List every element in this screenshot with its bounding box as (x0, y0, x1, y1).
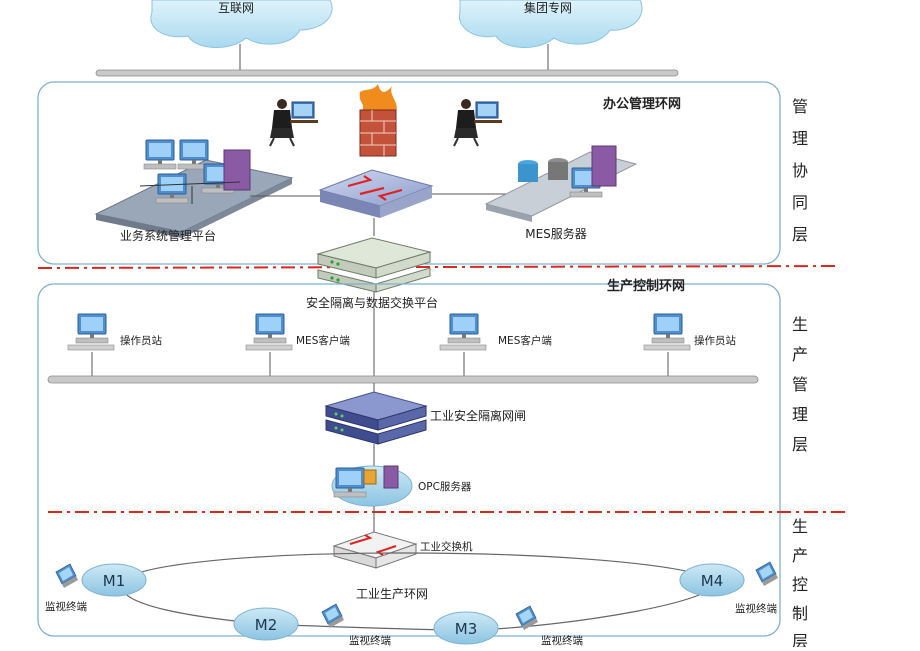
production-bus (47, 375, 759, 384)
svg-text:操作员站: 操作员站 (120, 334, 162, 347)
production-zone (37, 283, 781, 637)
group-net-cloud: 集团专网 (458, 0, 643, 49)
station-4: 操作员站 (643, 313, 736, 351)
admin-person-left (269, 98, 319, 147)
svg-text:M1: M1 (103, 572, 126, 590)
production-zone-title: 生产控制环网 (607, 278, 685, 294)
svg-text:控: 控 (792, 575, 808, 594)
svg-text:监视终端: 监视终端 (735, 602, 777, 615)
opc-server-label: OPC服务器 (418, 480, 472, 493)
svg-text:生: 生 (792, 315, 808, 334)
svg-text:产: 产 (792, 345, 808, 364)
svg-text:监视终端: 监视终端 (541, 634, 583, 647)
svg-text:MES客户端: MES客户端 (296, 334, 350, 347)
monitor-terminal-2: 监视终端 (321, 603, 391, 647)
svg-text:理: 理 (792, 129, 808, 148)
svg-text:M4: M4 (701, 572, 724, 590)
biz-platform (94, 139, 294, 238)
internet-cloud: 互联网 (150, 0, 333, 49)
svg-text:管: 管 (792, 97, 808, 116)
gateway-label: 工业安全隔离网闸 (430, 408, 526, 423)
mes-server-label: MES服务器 (525, 226, 587, 241)
firewall-icon (359, 84, 397, 157)
svg-text:M2: M2 (255, 616, 278, 634)
svg-text:MES客户端: MES客户端 (498, 334, 552, 347)
ring-node-m3: M3 (433, 611, 499, 645)
svg-text:M3: M3 (455, 620, 478, 638)
mes-server-platform (484, 145, 638, 222)
ring-node-m2: M2 (233, 607, 299, 641)
exchange-platform-icon (316, 237, 432, 293)
ring-label: 工业生产环网 (356, 587, 428, 601)
exchange-platform-label: 安全隔离与数据交换平台 (306, 295, 438, 310)
monitor-terminal-4: 监视终端 (735, 561, 779, 615)
svg-text:理: 理 (792, 405, 808, 424)
station-1: 操作员站 (67, 313, 162, 351)
station-2: MES客户端 (245, 313, 350, 351)
group-net-label: 集团专网 (524, 0, 572, 15)
office-zone-title: 办公管理环网 (603, 96, 681, 112)
opc-server-icon (331, 465, 413, 507)
monitor-terminal-3: 监视终端 (515, 605, 583, 647)
svg-text:层: 层 (792, 632, 808, 647)
industrial-switch-icon (332, 531, 418, 569)
svg-text:协: 协 (792, 161, 808, 180)
layer-mgmt-label: 管 理 协 同 层 (792, 97, 808, 244)
core-switch-icon (318, 169, 434, 218)
svg-text:层: 层 (792, 225, 808, 244)
svg-text:管: 管 (792, 375, 808, 394)
svg-text:层: 层 (792, 435, 808, 454)
ring-node-m4: M4 (679, 563, 745, 597)
industrial-switch-label: 工业交换机 (420, 540, 473, 553)
ring-node-m1: M1 (81, 563, 147, 597)
svg-text:监视终端: 监视终端 (349, 634, 391, 647)
svg-text:同: 同 (792, 193, 808, 212)
svg-text:生: 生 (792, 517, 808, 536)
layer-divider-top (37, 265, 841, 269)
svg-text:制: 制 (792, 604, 808, 623)
top-bus (95, 69, 679, 77)
svg-text:监视终端: 监视终端 (45, 600, 87, 613)
gateway-icon (324, 391, 428, 445)
admin-person-right (453, 98, 503, 147)
svg-text:操作员站: 操作员站 (694, 334, 736, 347)
biz-platform-label: 业务系统管理平台 (120, 228, 216, 243)
layer-prod-mgmt-label: 生 产 管 理 层 (792, 315, 808, 454)
station-3: MES客户端 (439, 313, 552, 351)
svg-text:产: 产 (792, 546, 808, 565)
monitor-terminal-1: 监视终端 (45, 563, 87, 613)
layer-prod-ctrl-label: 生 产 控 制 层 (792, 517, 808, 651)
internet-label: 互联网 (218, 1, 254, 15)
